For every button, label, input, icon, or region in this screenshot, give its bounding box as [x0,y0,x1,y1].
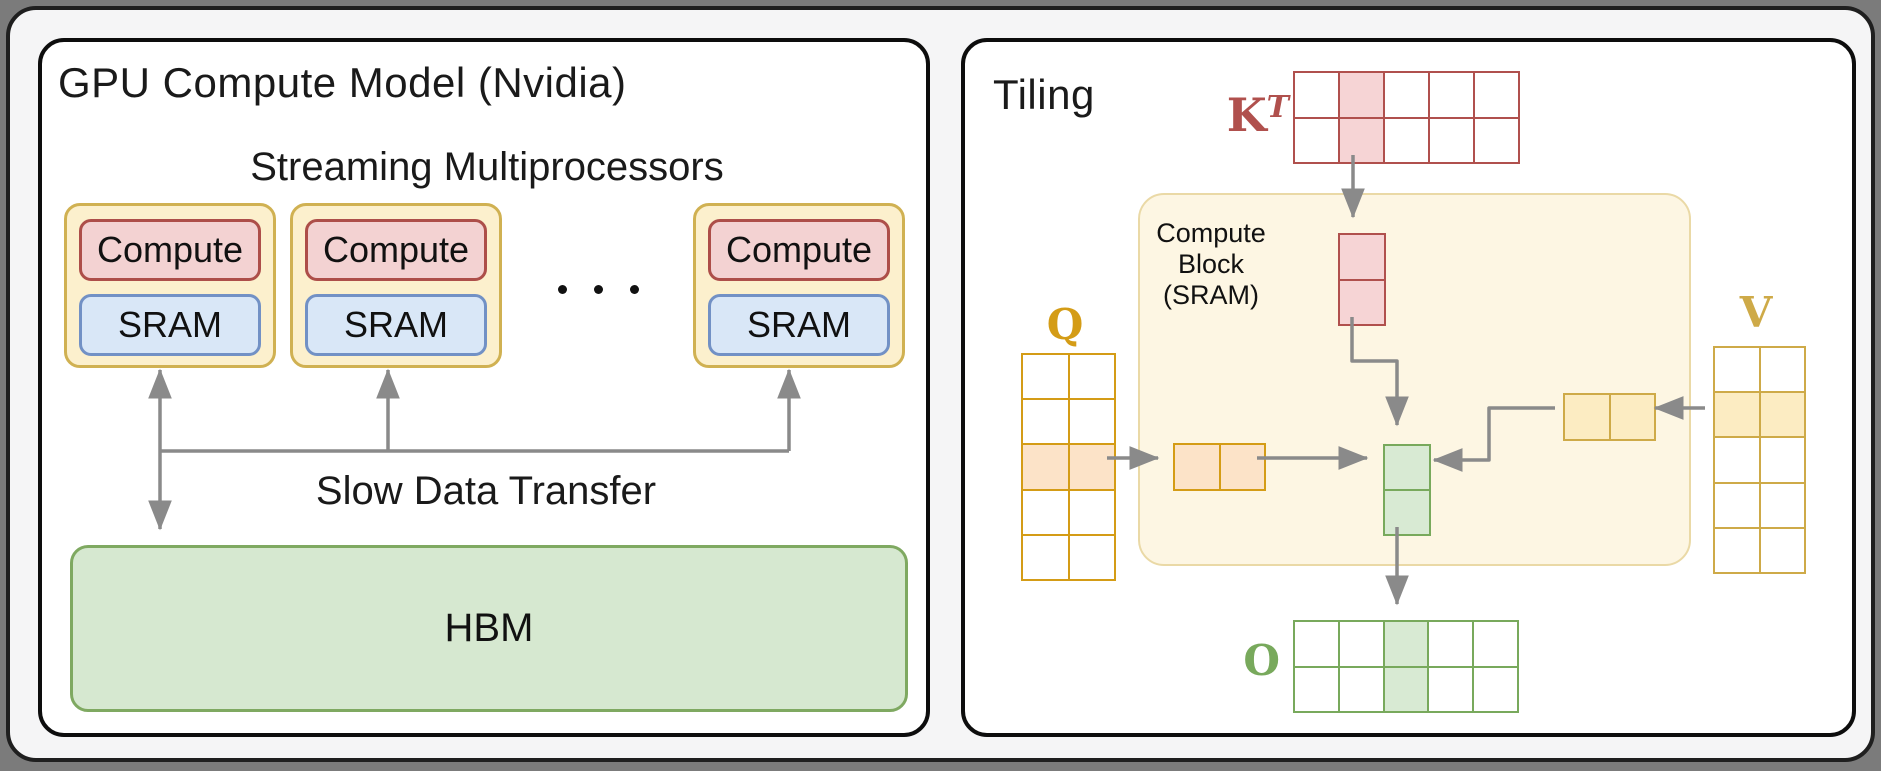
matrix-cell [1714,437,1760,483]
sm-unit-3: Compute SRAM [693,203,905,368]
matrix-cell [1338,621,1384,667]
matrix-cell [1759,392,1805,438]
matrix-cell [1294,621,1339,667]
o-matrix-label: O [1243,636,1280,685]
kt-matrix-grid [1293,71,1520,164]
matrix-cell [1294,666,1339,712]
q-tile-block [1173,443,1266,491]
matrix-cell [1564,394,1610,440]
outer-card: GPU Compute Model (Nvidia) Streaming Mul… [6,6,1875,762]
matrix-cell [1759,347,1805,393]
compute-block-label-line3: (SRAM) [1163,280,1259,310]
result-tile-block [1383,444,1431,536]
v-matrix-grid [1713,346,1806,574]
sm3-compute-box: Compute [708,219,890,281]
matrix-cell [1294,72,1339,118]
ellipsis-dot [593,284,603,294]
matrix-cell [1068,354,1115,400]
matrix-cell [1022,354,1069,400]
sm-unit-1: Compute SRAM [64,203,276,368]
matrix-cell [1219,444,1265,490]
matrix-cell [1759,437,1805,483]
matrix-cell [1383,666,1429,712]
hbm-box: HBM [70,545,908,712]
tiling-panel: Tiling Compute Block (SRAM) KT Q V O [961,38,1856,737]
matrix-cell [1339,117,1384,163]
right-panel-title: Tiling [993,71,1095,118]
matrix-cell [1339,279,1385,325]
matrix-cell [1022,489,1069,535]
ellipsis-dots [542,275,654,303]
matrix-cell [1339,234,1385,280]
matrix-cell [1474,72,1519,118]
matrix-cell [1339,72,1384,118]
gpu-compute-model-panel: GPU Compute Model (Nvidia) Streaming Mul… [38,38,930,737]
matrix-cell [1068,444,1115,490]
matrix-cell [1474,117,1519,163]
matrix-cell [1022,399,1069,445]
matrix-cell [1068,399,1115,445]
matrix-cell [1609,394,1655,440]
matrix-cell [1428,621,1474,667]
matrix-cell [1338,666,1384,712]
matrix-cell [1384,445,1430,490]
ellipsis-dot [629,284,639,294]
matrix-cell [1714,347,1760,393]
matrix-cell [1429,72,1474,118]
v-tile-block [1563,393,1656,441]
sm3-sram-box: SRAM [708,294,890,356]
k-tile-block [1338,233,1386,326]
kt-transpose-superscript: T [1266,90,1289,125]
matrix-cell [1384,117,1429,163]
compute-block-label: Compute Block (SRAM) [1111,218,1311,311]
matrix-cell [1384,72,1429,118]
matrix-cell [1429,117,1474,163]
matrix-cell [1022,534,1069,580]
matrix-cell [1068,489,1115,535]
compute-block-label-line2: Block [1177,249,1245,279]
sm1-compute-box: Compute [79,219,261,281]
compute-block-label-line1: Compute [1156,218,1266,248]
kt-matrix-label: KT [1203,92,1289,138]
matrix-cell [1759,527,1805,573]
matrix-cell [1294,117,1339,163]
matrix-cell [1022,444,1069,490]
matrix-cell [1383,621,1429,667]
matrix-cell [1428,666,1474,712]
kt-letter: K [1226,88,1267,142]
q-matrix-label: Q [1046,300,1084,349]
sm1-sram-box: SRAM [79,294,261,356]
matrix-cell [1174,444,1220,490]
matrix-cell [1384,490,1430,535]
matrix-cell [1473,621,1518,667]
streaming-multiprocessors-label: Streaming Multiprocessors [250,145,724,189]
matrix-cell [1714,392,1760,438]
hbm-label: HBM [444,606,534,650]
matrix-cell [1068,534,1115,580]
left-panel-title: GPU Compute Model (Nvidia) [58,59,627,106]
matrix-cell [1714,527,1760,573]
q-matrix-grid [1021,353,1116,581]
matrix-cell [1714,482,1760,528]
sm2-compute-box: Compute [305,219,487,281]
ellipsis-dot [557,284,567,294]
o-matrix-grid [1293,620,1519,713]
sm2-sram-box: SRAM [305,294,487,356]
matrix-cell [1473,666,1518,712]
v-matrix-label: V [1739,288,1773,337]
slow-data-transfer-label: Slow Data Transfer [315,469,657,513]
sm-unit-2: Compute SRAM [290,203,502,368]
matrix-cell [1759,482,1805,528]
